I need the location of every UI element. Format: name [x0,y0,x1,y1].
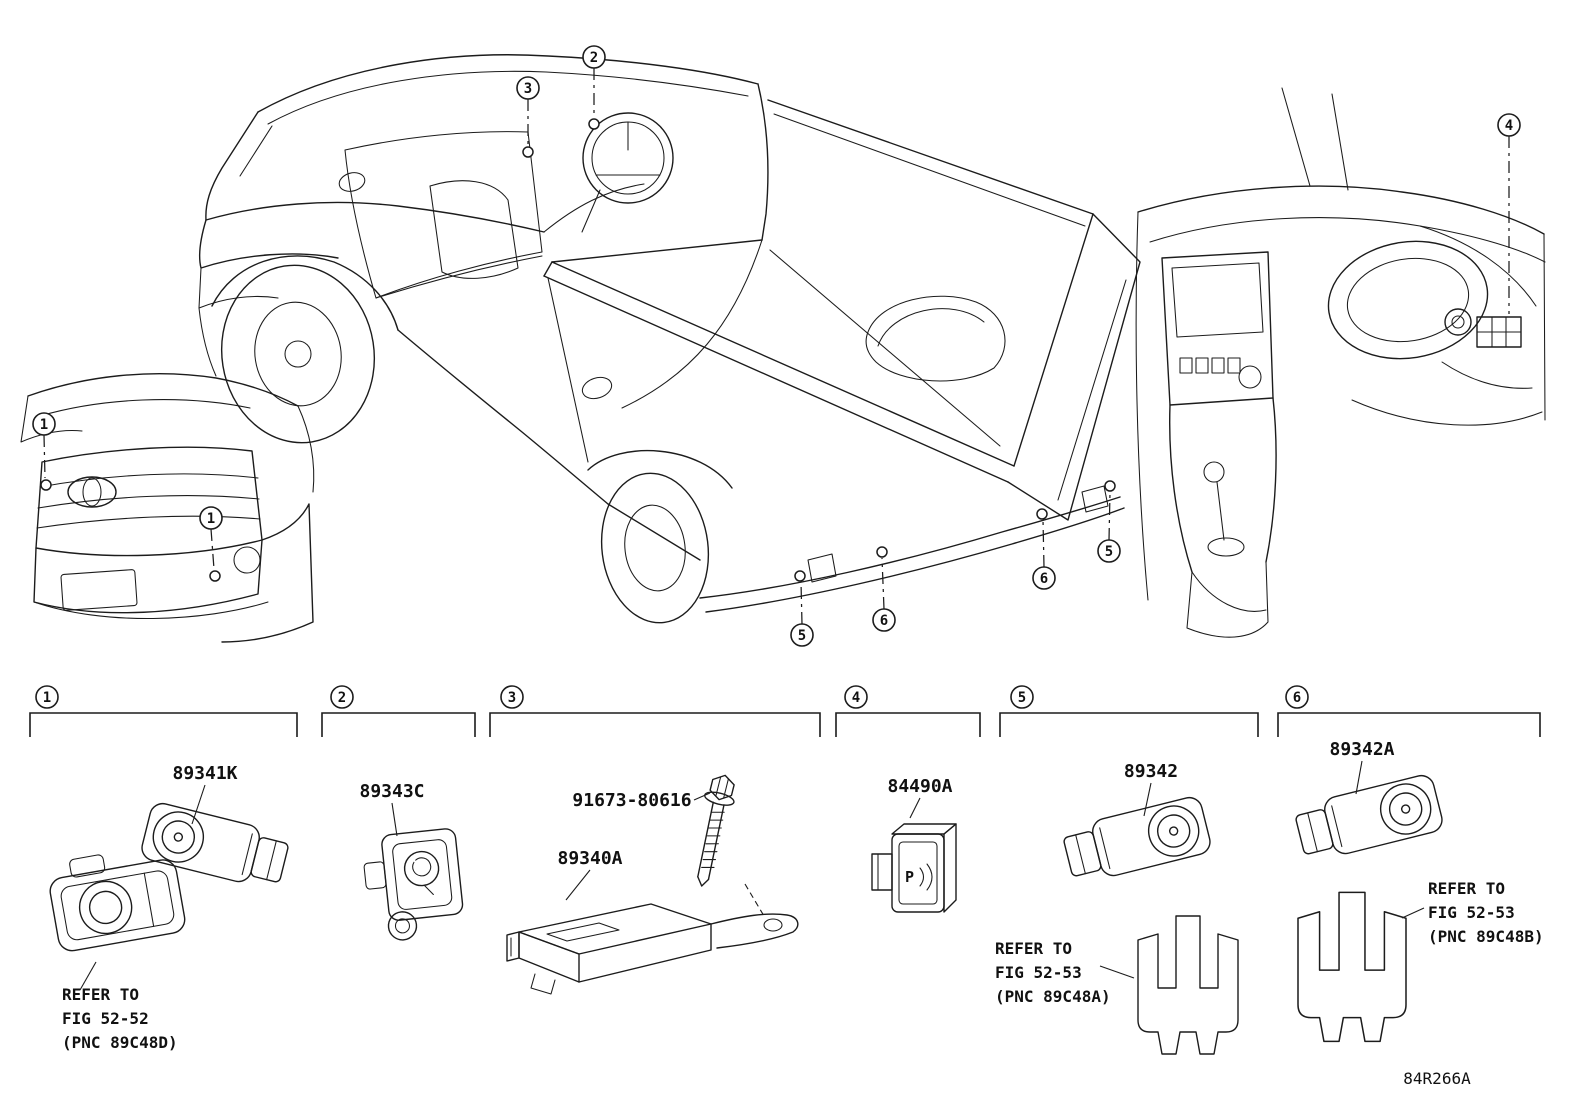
refer-note-line: REFER TO [62,985,139,1004]
svg-text:5: 5 [798,628,806,644]
svg-text:5: 5 [1105,544,1113,560]
group-callout-4: 4 [844,685,868,709]
fuel-cap [581,376,613,400]
refer-note-line: (PNC 89C48B) [1428,927,1544,946]
switch-blank-panel [1476,316,1522,348]
vehicle-main-drawing [198,54,1141,624]
front-wheel [220,264,376,444]
rear-wheel [600,472,710,624]
group-brackets: 1 2 3 4 5 6 [29,685,1541,737]
group-callout-6: 6 [1285,685,1309,709]
vehicle-callout-2: 2 [582,45,606,69]
group-1-section: 89341K REFER TO FIG 52-52 (PNC 89C48D) [49,763,292,1052]
part-label-89342: 89342 [1124,761,1178,782]
group-callout-3: 3 [500,685,524,709]
svg-text:4: 4 [1505,118,1513,134]
dash-steering-wheel [1327,240,1489,360]
svg-text:5: 5 [1018,690,1026,706]
group-5-section: 89342 REFER TO FIG 52-53 (PNC 89C48A) [995,761,1239,1055]
svg-text:1: 1 [43,690,51,706]
group-4-section: 84490A P [871,776,957,913]
group-6-section: 89342A REFER TO FIG 52-53 (PNC 89C48B) [1292,739,1544,1043]
vehicle-callout-5b: 5 [1097,539,1121,563]
front-sensor-drawing [49,854,186,952]
front-bumper-detail [20,372,315,643]
group-1-bracket [29,712,298,737]
vehicle-callout-4: 4 [1497,113,1521,137]
svg-text:1: 1 [40,417,48,433]
refer-note-line: FIG 52-53 [995,963,1082,982]
parking-sonar-icon: P [905,868,914,886]
part-label-89341K: 89341K [172,763,237,784]
vehicle-callouts: 2 3 4 1 1 5 6 6 [32,45,1521,647]
part-label-89340A: 89340A [557,848,622,869]
refer-note-line: (PNC 89C48A) [995,987,1111,1006]
callout-leaders [40,68,1510,625]
vehicle-callout-1a: 1 [32,412,56,436]
sensor-bracket-drawing [363,828,464,941]
svg-text:2: 2 [590,50,598,66]
diagram-code: 84R266A [1403,1069,1471,1088]
sonar-ecu-drawing [506,903,799,995]
svg-text:6: 6 [1040,571,1048,587]
vehicle-callout-5a: 5 [790,623,814,647]
group-3-bracket [489,712,821,737]
part-label-84490A: 84490A [887,776,952,797]
vehicle-callout-3: 3 [516,76,540,100]
refer-note-line: REFER TO [995,939,1072,958]
refer-note-line: REFER TO [1428,879,1505,898]
part-label-89343C: 89343C [359,781,424,802]
dashboard-detail [1135,87,1546,638]
svg-text:2: 2 [338,690,346,706]
svg-text:3: 3 [508,690,516,706]
rear-sensor-drawing [1060,794,1214,887]
bolt-drawing [697,774,735,887]
rear-corner-sensor-drawing [1292,772,1446,865]
license-plate [60,569,138,611]
side-mirror [338,172,366,192]
svg-text:6: 6 [1293,690,1301,706]
brand-emblem [67,476,117,508]
svg-text:3: 3 [524,81,532,97]
center-display [1161,251,1274,406]
group-2-bracket [321,712,476,737]
part-label-91673-80616: 91673-80616 [572,790,691,811]
fog-lamp [233,546,261,574]
group-3-section: 91673-80616 89340A [506,774,799,995]
group-callout-2: 2 [330,685,354,709]
svg-text:6: 6 [880,613,888,629]
corner-sensor-drawing [138,800,292,893]
sensor-retainer-drawing [1297,891,1407,1043]
sonar-switch-drawing: P [871,823,957,913]
group-5-bracket [999,712,1259,737]
vehicle-callout-6b: 6 [1032,566,1056,590]
refer-note-line: FIG 52-53 [1428,903,1515,922]
group-4-bracket [835,712,981,737]
sensor-retainer-drawing [1137,915,1239,1055]
svg-text:4: 4 [852,690,860,706]
refer-note-line: (PNC 89C48D) [62,1033,178,1052]
group-2-section: 89343C [359,781,464,941]
part-label-89342A: 89342A [1329,739,1394,760]
steering-wheel [582,112,674,204]
group-callout-5: 5 [1010,685,1034,709]
group-callout-1: 1 [35,685,59,709]
vehicle-callout-1b: 1 [199,506,223,530]
svg-text:1: 1 [207,511,215,527]
group-6-bracket [1277,712,1541,737]
vehicle-callout-6a: 6 [872,608,896,632]
refer-note-line: FIG 52-52 [62,1009,149,1028]
